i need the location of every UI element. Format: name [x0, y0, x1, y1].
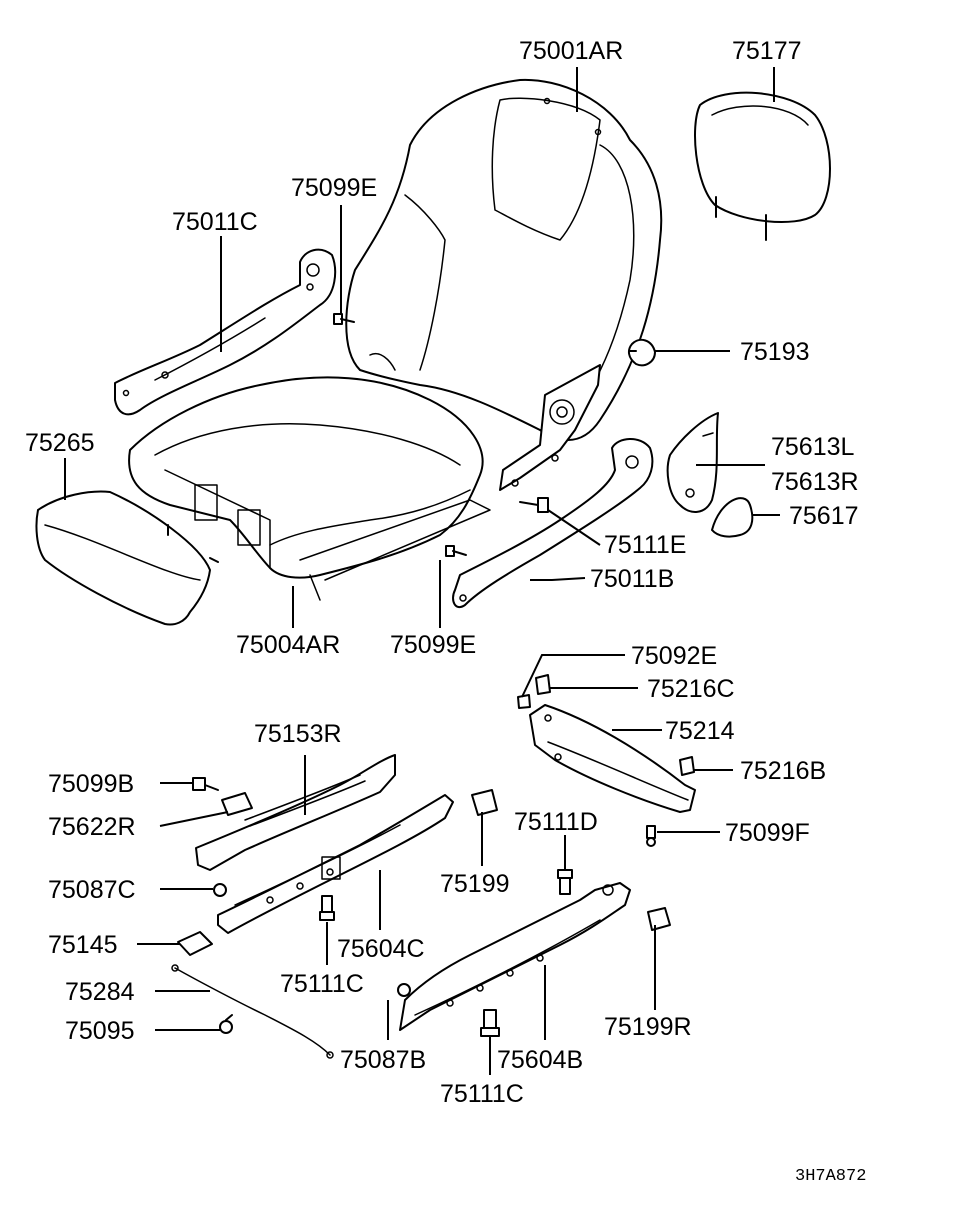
label-75284: 75284 [65, 978, 135, 1006]
label-75111c-mid: 75111C [280, 970, 364, 998]
side-cover [666, 412, 719, 513]
clip-75216b [679, 756, 695, 776]
nut-75087b [397, 983, 411, 997]
label-75011c: 75011C [172, 208, 258, 236]
label-75193: 75193 [740, 338, 810, 366]
clip-75199 [471, 789, 498, 816]
bracket-75214 [529, 704, 696, 813]
screw-75099f [646, 825, 656, 847]
front-panel [35, 490, 219, 626]
diagram-code: 3H7A872 [795, 1167, 866, 1186]
label-75087c: 75087C [48, 876, 136, 904]
label-75153r: 75153R [254, 720, 342, 748]
clamp-75095 [219, 1014, 233, 1034]
label-75092e: 75092E [631, 642, 717, 670]
cable-75284 [171, 964, 334, 1059]
label-75099e-bottom: 75099E [390, 631, 476, 659]
label-75177: 75177 [732, 37, 802, 65]
clip-75199r [647, 907, 671, 931]
label-75265: 75265 [25, 429, 95, 457]
label-75099b: 75099B [48, 770, 134, 798]
bolt-75111c-mid [319, 895, 335, 921]
label-75111e: 75111E [604, 531, 686, 559]
label-75011b: 75011B [590, 565, 674, 593]
bolt-75111d [557, 869, 573, 895]
seat-cushion [128, 376, 491, 601]
label-75216b: 75216B [740, 757, 826, 785]
label-75604c: 75604C [337, 935, 425, 963]
label-75095: 75095 [65, 1017, 135, 1045]
label-75004ar: 75004AR [236, 631, 340, 659]
bolt-75111e [519, 497, 549, 513]
screw-75099e-top [333, 313, 355, 325]
seat-track-75604c [217, 794, 454, 934]
leader-lines [64, 67, 780, 1075]
label-75099e-top: 75099E [291, 174, 377, 202]
recliner-cover-right [452, 438, 654, 609]
knob-75193 [627, 338, 656, 367]
label-75622r: 75622R [48, 813, 136, 841]
seat-track-75604b [399, 882, 631, 1031]
label-75001ar: 75001AR [519, 37, 623, 65]
label-75617: 75617 [789, 502, 859, 530]
cover-75145 [177, 931, 213, 956]
label-75111c-bottom: 75111C [440, 1080, 524, 1108]
clip-75216c [535, 674, 551, 695]
clip-75092e [517, 694, 531, 709]
label-75111d: 75111D [514, 808, 598, 836]
recliner-mechanism [499, 364, 601, 491]
label-75613l: 75613L [771, 433, 855, 461]
label-75216c: 75216C [647, 675, 735, 703]
label-75613r: 75613R [771, 468, 859, 496]
label-75087b: 75087B [340, 1046, 426, 1074]
label-75099f: 75099F [725, 819, 810, 847]
track-cover-75153r [195, 754, 396, 871]
recliner-cover-left [114, 248, 337, 416]
label-75199r: 75199R [604, 1013, 692, 1041]
label-75604b: 75604B [497, 1046, 583, 1074]
cover-75622r [221, 792, 253, 816]
headrest [694, 91, 831, 241]
label-75214: 75214 [665, 717, 735, 745]
bolt-75111c-bottom [480, 1009, 500, 1037]
nut-75087c [213, 883, 227, 897]
label-75145: 75145 [48, 931, 118, 959]
label-75199: 75199 [440, 870, 510, 898]
screw-75099e-bottom [445, 545, 467, 557]
bolt-75099b [192, 777, 219, 791]
cap-75617 [711, 497, 754, 538]
